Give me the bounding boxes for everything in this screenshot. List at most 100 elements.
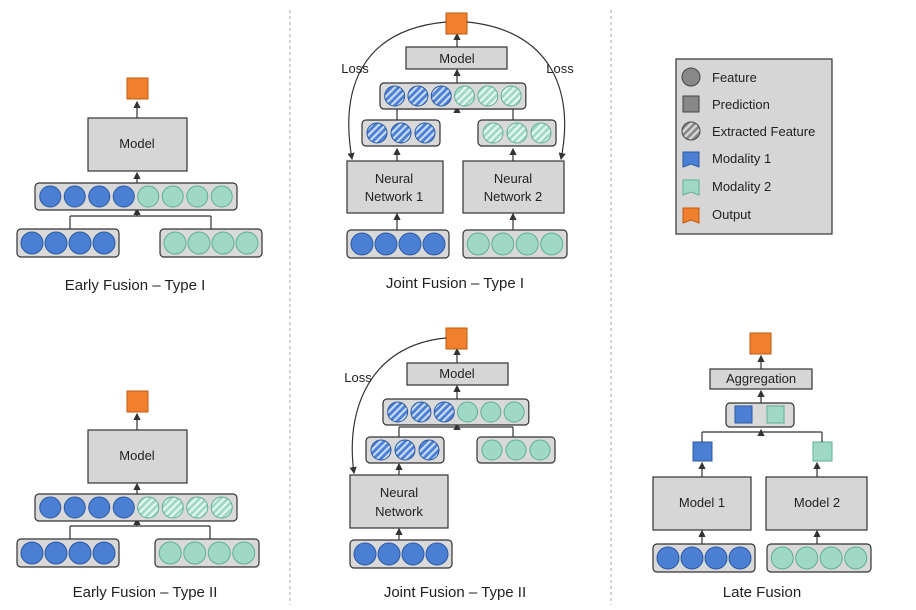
legend-box <box>675 58 833 235</box>
jf1-neural-network-1-box <box>346 160 444 214</box>
legend-label-modality-1: Modality 1 <box>712 151 771 166</box>
lf-output-square <box>749 332 772 355</box>
legend-label-extracted-feature: Extracted Feature <box>712 124 815 139</box>
jf2-fused-vector-feature <box>457 401 479 423</box>
jf1-extracted-vector-1-feature <box>366 122 388 144</box>
ef2-modality1-input-container <box>16 538 120 568</box>
lf-modality1-input-feature <box>704 546 728 570</box>
lf-modality2-input-feature <box>770 546 794 570</box>
jf2-modality2-vector-feature <box>505 439 527 461</box>
lf-aggregated-prediction-2 <box>766 405 785 424</box>
ef1-fused-vector-container <box>34 182 238 211</box>
ef2-fused-vector-feature <box>63 496 86 519</box>
jf1-modality2-input-feature <box>491 232 515 256</box>
legend-feature-circle-icon <box>681 67 701 87</box>
ef1-modality1-input-container <box>16 228 120 258</box>
jf2-extracted-vector-feature <box>394 439 416 461</box>
jf1-extracted-vector-2-feature <box>530 122 552 144</box>
jf1-loss-arrow-right <box>466 21 566 161</box>
ef1-modality2-input-feature <box>211 231 235 255</box>
jf2-fused-vector-feature <box>387 401 409 423</box>
legend-label-modality-2: Modality 2 <box>712 179 771 194</box>
jf1-extracted-vector-2-feature <box>482 122 504 144</box>
jf1-extracted-vector-1-feature <box>390 122 412 144</box>
ef1-modality1-input-feature <box>92 231 116 255</box>
jf1-modality2-input-feature <box>466 232 490 256</box>
lf-modality1-input-feature <box>728 546 752 570</box>
joint-fusion-2-caption: Joint Fusion – Type II <box>384 584 526 601</box>
joint-fusion-2-nn-label-line2: Network <box>375 504 423 519</box>
ef1-modality2-input-feature <box>235 231 259 255</box>
joint-fusion-1-loss-left: Loss <box>341 61 369 76</box>
ef1-modality1-input-feature <box>44 231 68 255</box>
ef1-modality2-input-feature <box>187 231 211 255</box>
ef1-modality2-input-feature <box>163 231 187 255</box>
early-fusion-1-model-label: Model <box>119 136 155 151</box>
jf1-fused-vector-feature <box>454 85 476 107</box>
ef1-fused-vector-feature <box>161 185 184 208</box>
ef1-fused-vector-feature <box>88 185 111 208</box>
jf1-modality2-input-feature <box>515 232 539 256</box>
jf1-modality1-input-feature <box>398 232 422 256</box>
jf2-output-square <box>445 327 468 350</box>
early-fusion-1-caption: Early Fusion – Type I <box>65 277 206 294</box>
jf2-fused-vector-feature <box>433 401 455 423</box>
ef1-fused-vector-feature <box>186 185 209 208</box>
ef1-modality1-input-feature <box>68 231 92 255</box>
joint-fusion-1-caption: Joint Fusion – Type I <box>386 275 524 292</box>
jf2-fused-vector-feature <box>410 401 432 423</box>
jf1-loss-arrow-left <box>347 21 447 161</box>
joint-fusion-2-nn-label-line1: Neural <box>380 485 418 500</box>
ef2-fused-vector-feature <box>210 496 233 519</box>
ef2-modality2-input-container <box>154 538 260 568</box>
ef2-modality2-input-feature <box>207 541 231 565</box>
ef2-fused-vector-feature <box>88 496 111 519</box>
ef1-fused-vector-feature <box>210 185 233 208</box>
ef2-modality1-input-feature <box>92 541 116 565</box>
legend-prediction-square-icon <box>682 95 700 113</box>
lf-modality2-input-container <box>766 543 872 573</box>
legend-extracted-feature-icon <box>681 121 701 141</box>
ef1-fused-vector-feature <box>39 185 62 208</box>
jf1-fused-vector-feature <box>384 85 406 107</box>
lf-modality1-input-feature <box>680 546 704 570</box>
jf1-fused-vector-feature <box>477 85 499 107</box>
jf2-modality1-input-feature <box>401 542 425 566</box>
ef2-fused-vector-container <box>34 493 238 522</box>
jf2-fused-vector-feature <box>503 401 525 423</box>
ef2-fused-vector-feature <box>186 496 209 519</box>
ef2-modality1-input-feature <box>44 541 68 565</box>
ef2-modality1-input-feature <box>20 541 44 565</box>
ef1-output-square <box>126 77 149 100</box>
jf2-neural-network-box <box>349 474 449 529</box>
ef2-modality2-input-feature <box>158 541 182 565</box>
jf1-extracted-vector-1-feature <box>414 122 436 144</box>
jf1-modality1-input-feature <box>422 232 446 256</box>
ef2-fused-vector-feature <box>161 496 184 519</box>
jf2-modality1-input-feature <box>353 542 377 566</box>
joint-fusion-1-nn2-label-line2: Network 2 <box>484 189 543 204</box>
joint-fusion-1-nn2-label-line1: Neural <box>494 171 532 186</box>
jf1-modality1-input-feature <box>374 232 398 256</box>
jf2-modality2-vector-feature <box>529 439 551 461</box>
jf2-extracted-vector-feature <box>370 439 392 461</box>
lf-modality2-input-feature <box>844 546 868 570</box>
legend-label-feature: Feature <box>712 70 757 85</box>
joint-fusion-1-model-label: Model <box>439 51 475 66</box>
legend-modality-1-icon <box>682 151 700 168</box>
ef1-fused-vector-feature <box>137 185 160 208</box>
ef1-modality1-input-feature <box>20 231 44 255</box>
jf1-neural-network-2-box <box>462 160 565 214</box>
jf1-fused-vector-feature <box>500 85 522 107</box>
ef2-fused-vector-feature <box>137 496 160 519</box>
ef1-fused-vector-feature <box>63 185 86 208</box>
joint-fusion-1-loss-right: Loss <box>546 61 574 76</box>
jf2-fused-vector-feature <box>480 401 502 423</box>
late-fusion-aggregation-label: Aggregation <box>726 371 796 386</box>
ef2-output-square <box>126 390 149 413</box>
legend-modality-2-icon <box>682 179 700 196</box>
late-fusion-model1-label: Model 1 <box>679 495 725 510</box>
jf2-modality2-vector-feature <box>481 439 503 461</box>
jf2-extracted-vector-feature <box>418 439 440 461</box>
